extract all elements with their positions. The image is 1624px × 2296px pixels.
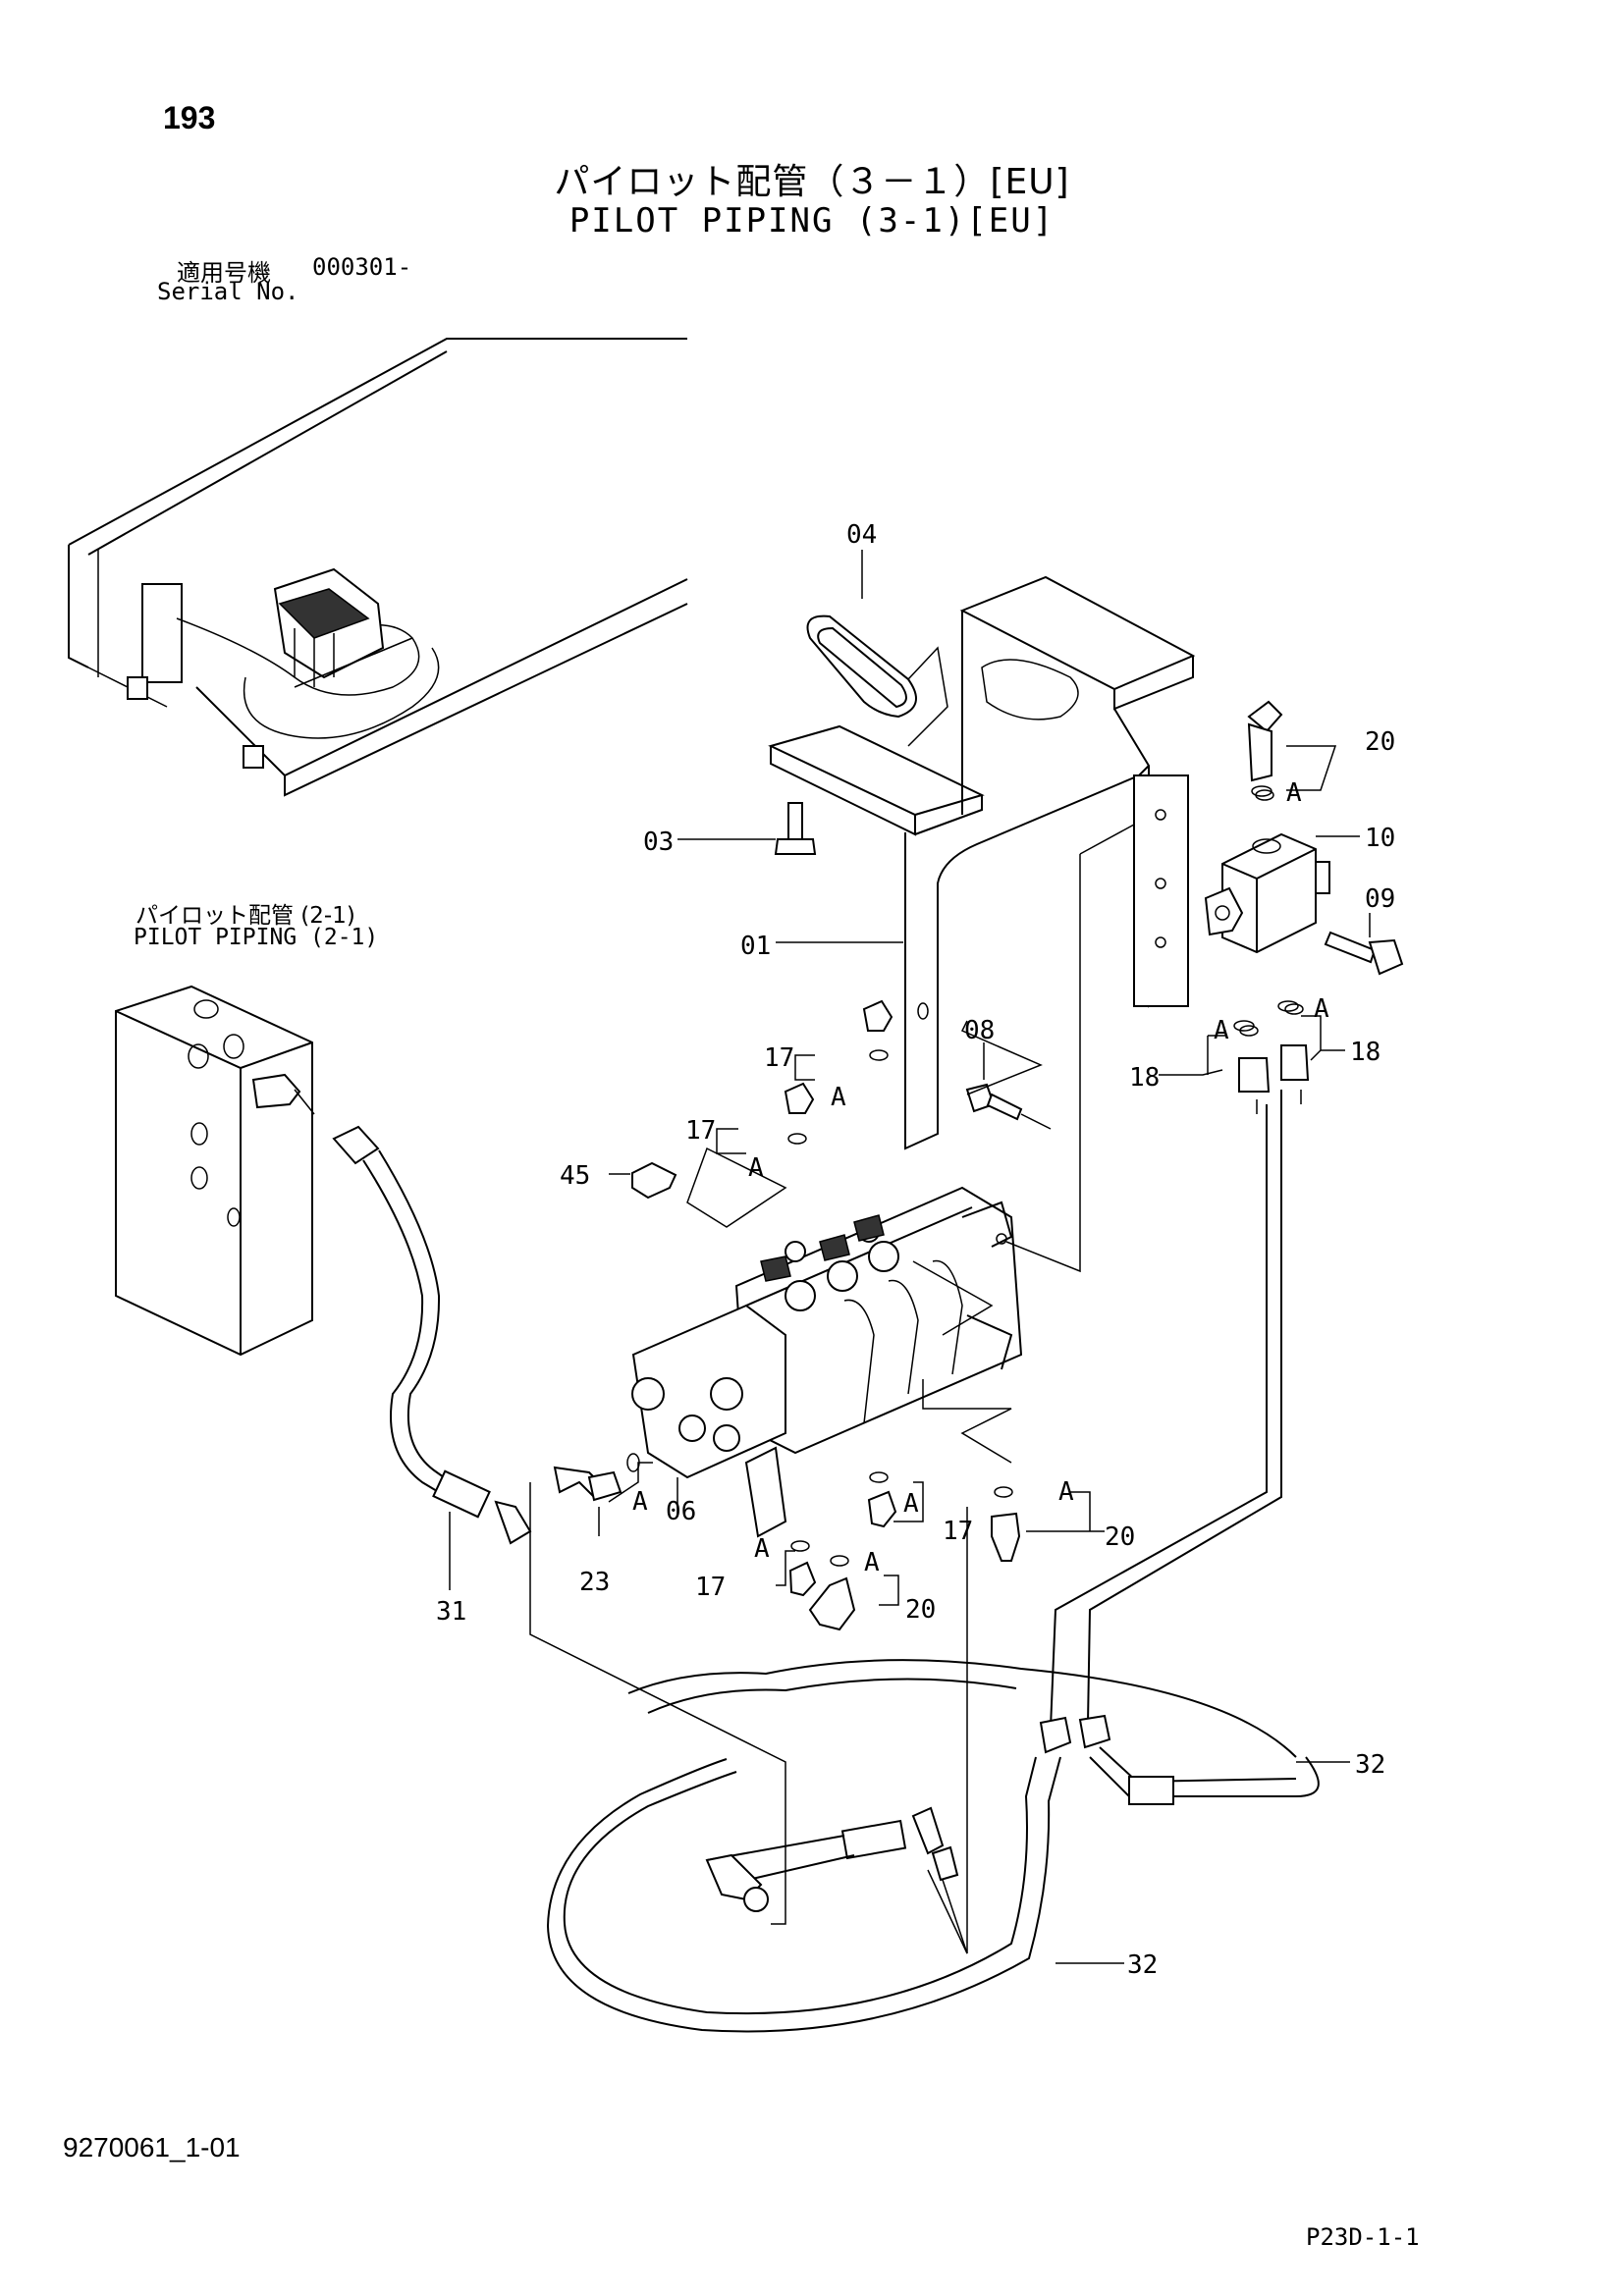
a-mark: A — [1058, 1477, 1074, 1507]
callout-01: 01 — [740, 932, 771, 961]
title-japanese: パイロット配管（３－１）[EU] — [554, 162, 1070, 202]
machine-overview-illustration — [68, 338, 688, 797]
reference-label-japanese: パイロット配管 (2-1) — [135, 903, 355, 929]
a-mark: A — [864, 1548, 880, 1577]
callout-17d: 17 — [695, 1573, 726, 1602]
callout-10: 10 — [1365, 824, 1395, 853]
a-mark: A — [1314, 994, 1329, 1024]
callout-18b: 18 — [1350, 1038, 1380, 1067]
callout-23: 23 — [579, 1568, 610, 1597]
a-mark: A — [1214, 1016, 1229, 1045]
a-mark: A — [831, 1083, 846, 1112]
callout-17a: 17 — [764, 1043, 794, 1073]
serial-number-value: 000301- — [312, 253, 412, 281]
callout-20a: 20 — [1365, 727, 1395, 757]
callout-18a: 18 — [1129, 1063, 1160, 1093]
callout-20b: 20 — [1105, 1522, 1135, 1552]
page-number: 193 — [163, 100, 216, 135]
callout-03: 03 — [643, 828, 674, 857]
serial-label-english: Serial No. — [157, 278, 299, 305]
serial-label-japanese: 適用号機 — [177, 259, 271, 287]
bracket-01 — [768, 575, 1196, 1150]
callout-labels: 04 03 01 17 17 45 08 20 10 09 18 18 06 2… — [436, 520, 1395, 1980]
page-code: P23D-1-1 — [1306, 2223, 1420, 2251]
callout-31: 31 — [436, 1597, 466, 1627]
hose-31 — [332, 1125, 532, 1545]
callout-20c: 20 — [905, 1595, 936, 1625]
pilot-valve-block-reference — [115, 985, 315, 1357]
control-valve-body — [631, 1186, 1023, 1538]
callout-17c: 17 — [943, 1517, 973, 1546]
plugs-17 — [784, 999, 897, 1597]
guide-lines — [529, 824, 1302, 1954]
bolt-08 — [965, 1083, 1052, 1130]
a-marks: A A A A A A A A A A — [632, 778, 1329, 1577]
leader-lines — [449, 550, 1371, 1964]
a-mark: A — [632, 1487, 648, 1517]
title-english: PILOT PIPING (3-1)[EU] — [568, 201, 1056, 240]
callout-32a: 32 — [1355, 1750, 1385, 1780]
fittings-20-23 — [553, 1453, 1021, 1631]
a-mark: A — [754, 1534, 770, 1564]
callout-06: 06 — [666, 1497, 696, 1526]
callout-09: 09 — [1365, 884, 1395, 914]
callout-17b: 17 — [685, 1116, 716, 1146]
a-mark: A — [748, 1153, 764, 1183]
a-mark: A — [1286, 778, 1302, 808]
callout-45: 45 — [560, 1161, 590, 1191]
hoses-32 — [546, 1090, 1320, 2033]
hose-band-04 — [806, 614, 948, 747]
reference-label-english: PILOT PIPING (2-1) — [134, 925, 379, 950]
callout-08: 08 — [964, 1016, 995, 1045]
callout-04: 04 — [846, 520, 877, 550]
callout-32b: 32 — [1127, 1950, 1158, 1980]
document-code: 9270061_1-01 — [63, 2132, 241, 2163]
bolt-03 — [774, 802, 817, 855]
a-mark: A — [903, 1489, 919, 1519]
part-45 — [631, 1161, 677, 1200]
